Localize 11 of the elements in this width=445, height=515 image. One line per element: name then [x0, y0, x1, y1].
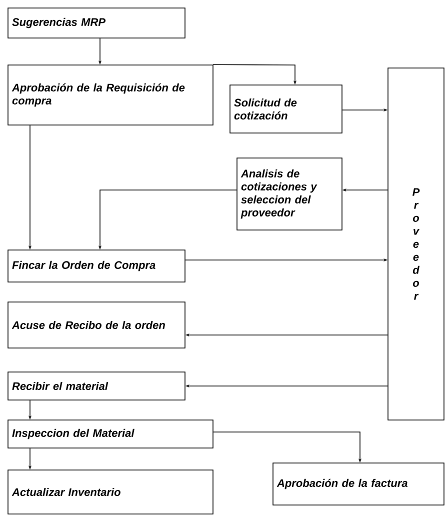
process-box: Recibir el material [8, 372, 186, 400]
process-box: Acuse de Recibo de la orden [8, 302, 186, 348]
process-box: Actualizar Inventario [8, 470, 214, 514]
process-box: Sugerencias MRP [8, 8, 186, 38]
vertical-box: Proveedor [388, 68, 444, 420]
process-box: Aprobación de la Requisición de compra [8, 64, 214, 126]
process-box: Solicitud de cotización [230, 84, 342, 134]
process-box: Fincar la Orden de Compra [8, 250, 186, 282]
process-box: Inspeccion del Material [8, 420, 214, 448]
process-box: Analisis de cotizaciones y seleccion del proveedor [236, 158, 342, 230]
process-box: Aprobación de la factura [272, 462, 444, 506]
